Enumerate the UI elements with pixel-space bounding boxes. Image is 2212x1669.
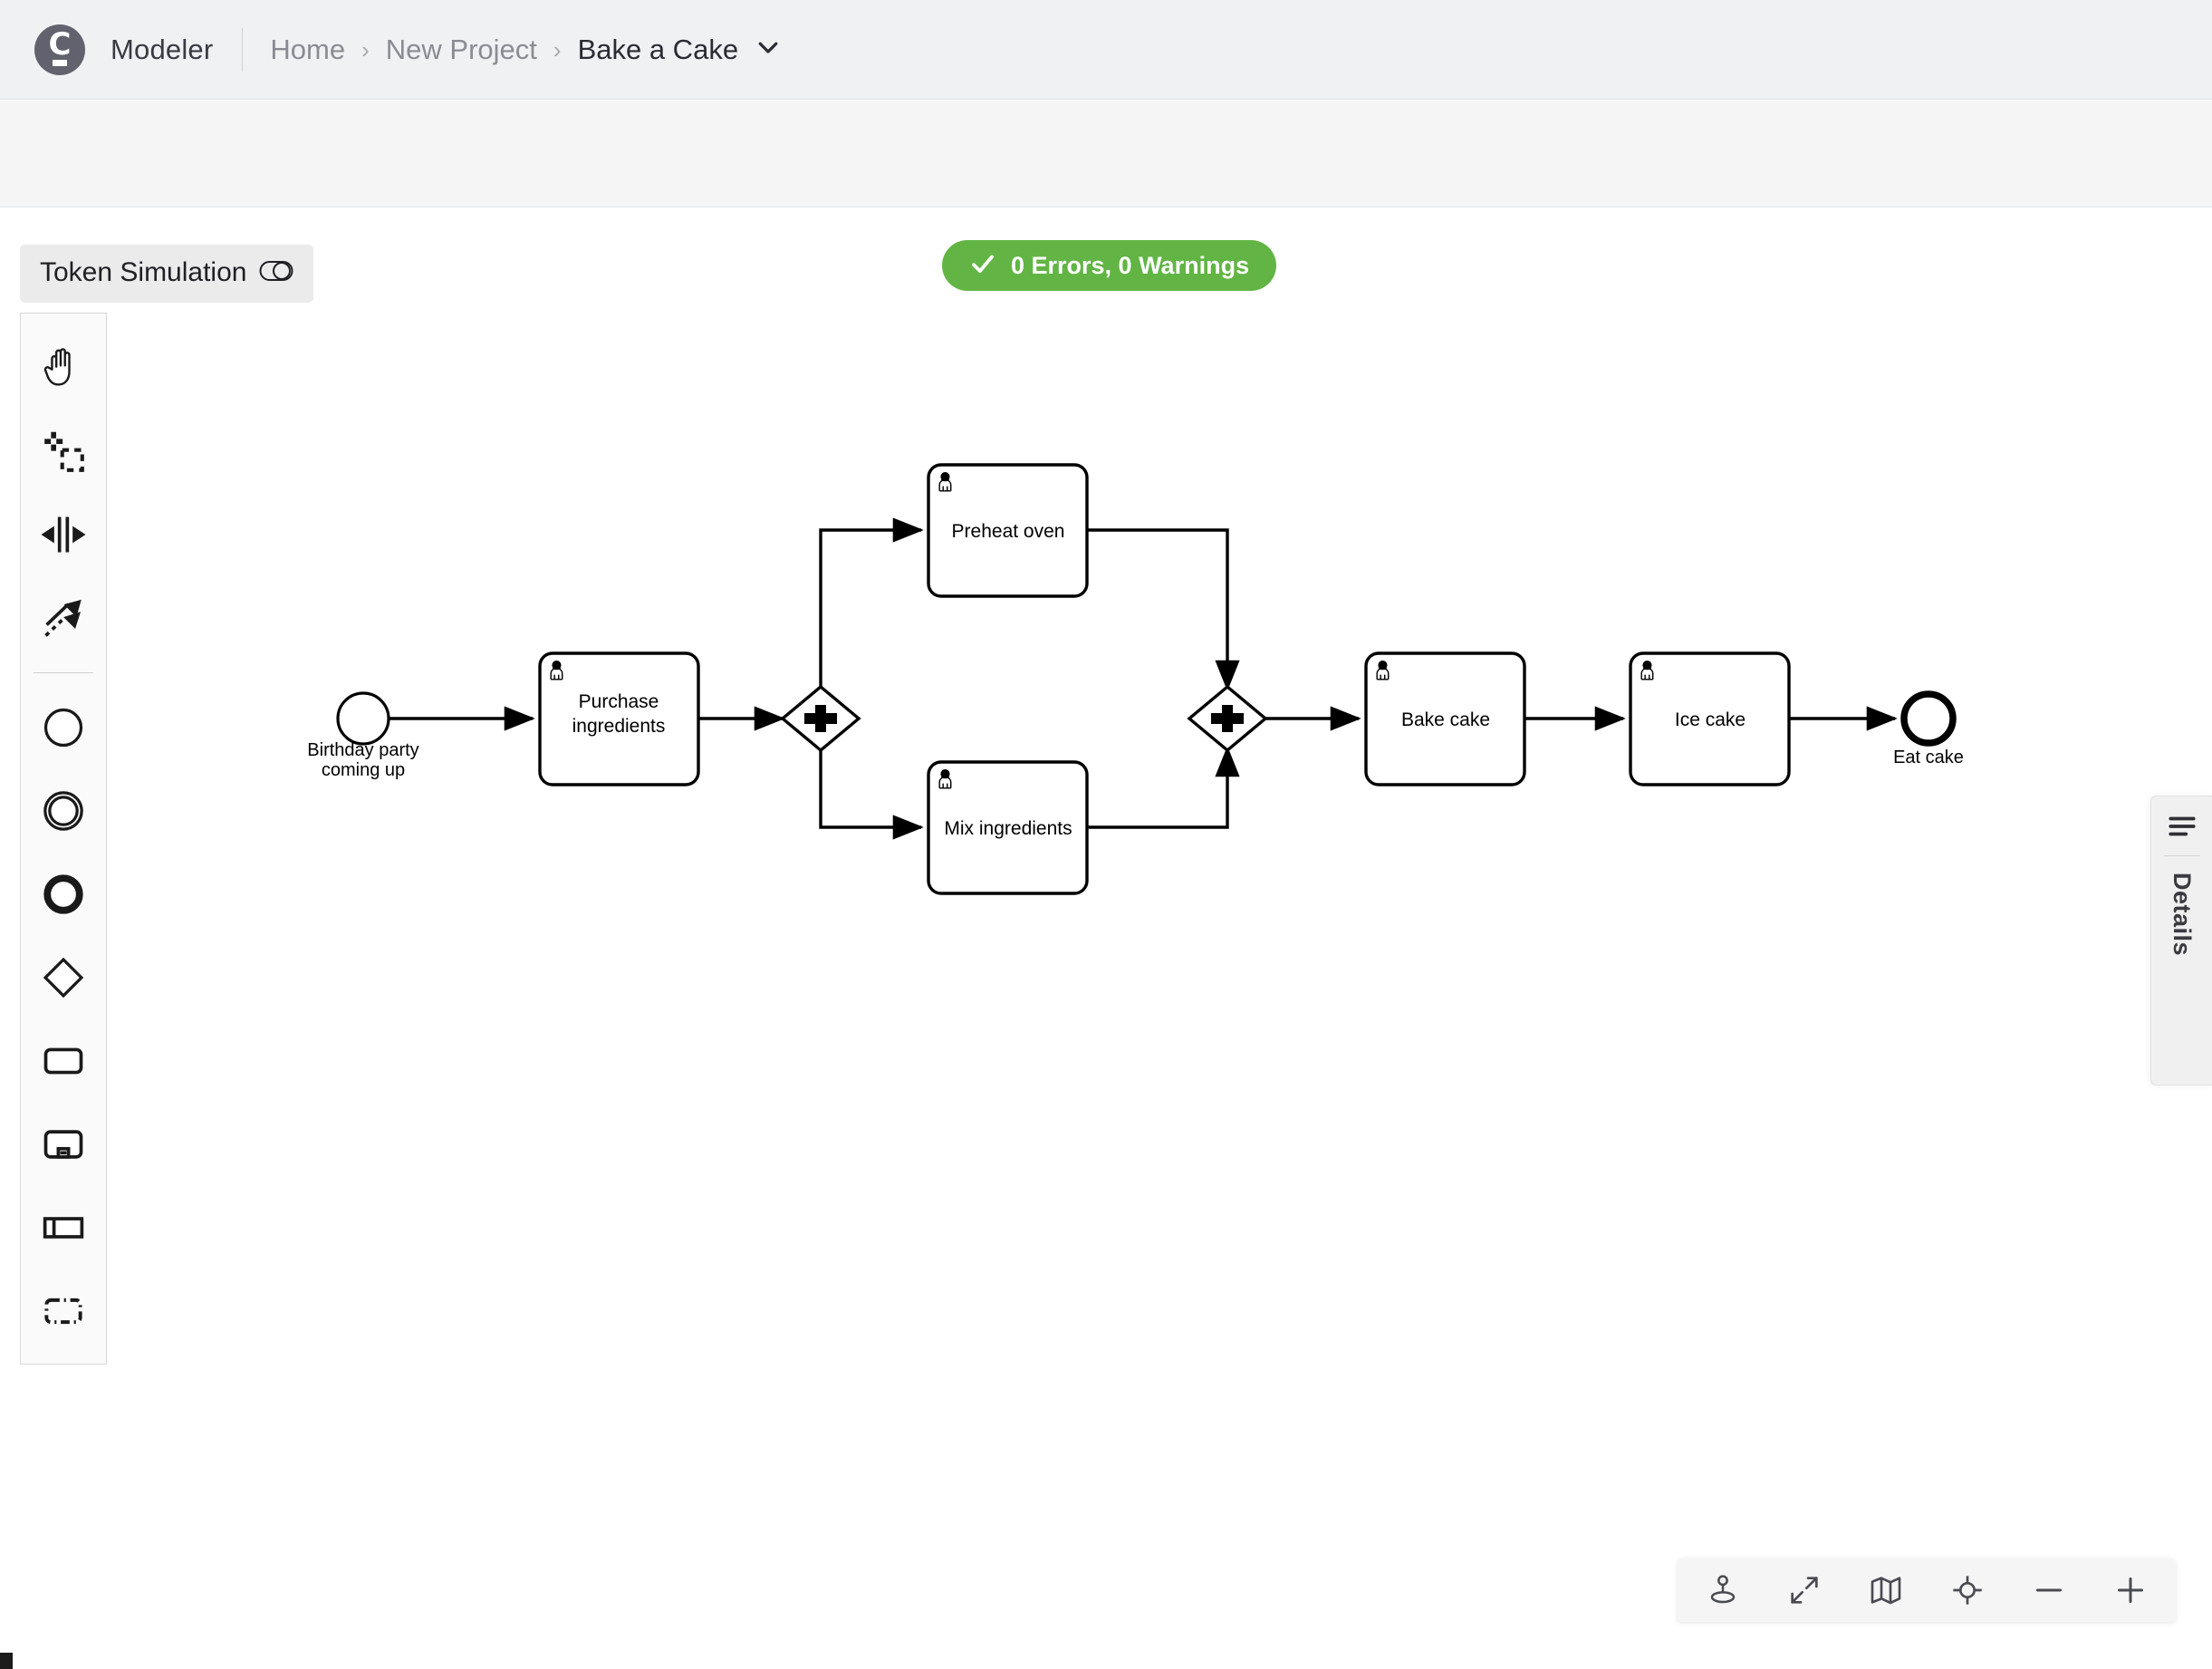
bpmn-task-ice-cake[interactable]: Ice cake [1629,651,1791,786]
status-badge-text: 0 Errors, 0 Warnings [1011,251,1250,279]
subprocess-icon [43,1130,83,1159]
status-badge[interactable]: 0 Errors, 0 Warnings [942,240,1277,291]
zoom-in-button[interactable] [2105,1565,2156,1616]
bpmn-palette [20,313,107,1365]
palette-create-start-event[interactable] [22,686,105,769]
toggle-minimap-button[interactable] [1861,1565,1911,1616]
toggle-switch-icon[interactable] [259,260,293,286]
diagram-canvas[interactable]: Birthday party coming up Purchase ingred… [0,208,2212,1669]
map-pin-icon [1710,1575,1736,1604]
intermediate-event-icon [43,791,83,831]
zoom-out-button[interactable] [2024,1565,2074,1616]
bpmn-task-purchase-ingredients[interactable]: Purchase ingredients [538,651,700,786]
bpmn-task-mix-ingredients[interactable]: Mix ingredients [927,760,1089,895]
palette-space-tool[interactable] [22,493,105,576]
bpmn-start-event[interactable] [336,691,390,746]
palette-hand-tool[interactable] [22,326,105,410]
user-task-icon [938,472,952,492]
bpmn-gateway-join-parallel[interactable] [1187,684,1268,753]
breadcrumb-item-diagram[interactable]: Bake a Cake [577,33,739,65]
bpmn-task-preheat-oven[interactable]: Preheat oven [927,463,1089,598]
reset-zoom-button[interactable] [1942,1565,1993,1616]
bpmn-end-event[interactable] [1900,690,1957,747]
token-simulation-toggle[interactable]: Token Simulation [20,245,314,303]
flow-preheat-to-join [1087,528,1240,691]
start-event-label-line1: Birthday party [307,740,418,760]
palette-tools-group [21,326,106,660]
details-panel-tab[interactable]: Details [2150,796,2212,1085]
palette-divider [34,672,93,673]
logo-bar [53,60,67,67]
camunda-logo-icon[interactable]: C [34,24,85,75]
task-label-line1: Purchase [579,691,659,712]
palette-create-intermediate-event[interactable] [22,769,105,853]
task-label: Preheat oven [952,521,1065,542]
details-panel-label: Details [2169,873,2196,957]
bpmn-diagram: Birthday party coming up Purchase ingred… [307,463,1964,895]
lasso-select-icon [44,431,84,472]
logo-letter: C [48,25,72,63]
breadcrumb-separator: › [361,35,370,63]
palette-elements-group [21,686,106,1353]
minus-icon [2036,1588,2062,1592]
breadcrumb-separator: › [553,35,562,63]
palette-connect-tool[interactable] [22,576,105,660]
start-event-label-line2: coming up [322,760,405,780]
window-corner-shade [0,1653,13,1669]
flow-split-to-mix [819,741,924,840]
user-task-icon [1376,661,1390,680]
breadcrumb: Home › New Project › Bake a Cake [270,34,782,66]
fit-viewport-button[interactable] [1779,1565,1830,1616]
breadcrumb-item-home[interactable]: Home [270,33,346,65]
task-label: Ice cake [1675,709,1746,730]
palette-create-gateway[interactable] [22,936,105,1019]
set-origin-button[interactable] [1697,1565,1748,1616]
breadcrumb-item-project[interactable]: New Project [385,33,537,65]
token-simulation-label: Token Simulation [40,257,247,287]
canvas-zoom-toolbar [1678,1558,2176,1622]
hamburger-icon[interactable] [2167,815,2198,843]
task-label: Mix ingredients [944,818,1072,839]
expand-diagonal-arrows-icon [1791,1577,1818,1604]
participant-pool-icon [43,1217,84,1239]
app-header: C Modeler Home › New Project › Bake a Ca… [0,0,2212,100]
end-event-icon [43,874,83,914]
start-event-icon [43,708,83,748]
palette-create-task[interactable] [22,1019,105,1103]
gateway-diamond-icon [43,957,84,999]
map-icon [1871,1577,1901,1605]
task-rect-icon [43,1047,83,1075]
hand-icon [43,348,71,386]
palette-create-end-event[interactable] [22,853,105,936]
palette-create-participant[interactable] [22,1186,105,1269]
task-label: Bake cake [1401,709,1490,730]
connect-arrows-icon [44,599,82,637]
header-divider [242,27,244,72]
user-task-icon [938,769,952,789]
secondary-toolbar [0,101,2212,207]
palette-create-subprocess[interactable] [22,1103,105,1186]
app-name: Modeler [111,33,214,65]
crosshair-target-icon [1953,1576,1982,1605]
flow-mix-to-join [1087,746,1240,829]
space-tool-icon [41,516,86,553]
flow-split-to-preheat [819,517,924,696]
palette-lasso-tool[interactable] [22,410,105,493]
chevron-down-icon[interactable] [755,34,782,65]
palette-create-group[interactable] [22,1269,105,1353]
task-label-line2: ingredients [572,716,666,737]
check-icon [969,250,996,282]
user-task-icon [550,661,563,680]
end-event-label: Eat cake [1893,748,1964,767]
group-dashed-icon [44,1298,82,1325]
user-task-icon [1640,661,1654,680]
plus-icon [2118,1577,2143,1603]
details-tab-divider [2163,855,2200,856]
bpmn-gateway-split-parallel[interactable] [780,684,861,753]
bpmn-task-bake-cake[interactable]: Bake cake [1364,651,1526,786]
